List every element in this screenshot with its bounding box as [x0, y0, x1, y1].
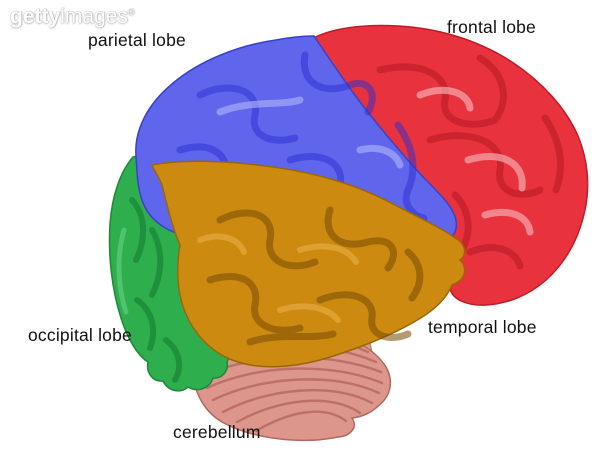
watermark-brand-bold: getty	[10, 5, 61, 28]
occipital-lobe-label: occipital lobe	[28, 325, 132, 345]
temporal-lobe-region	[150, 160, 466, 368]
temporal-sulci-lines	[206, 206, 424, 346]
frontal-lobe-region	[308, 24, 589, 306]
frontal-highlight-lines	[416, 86, 534, 236]
temporal-lobe-label: temporal lobe	[428, 317, 537, 337]
frontal-sulci-lines	[376, 54, 564, 270]
frontal-lobe-label: frontal lobe	[447, 17, 536, 37]
watermark-brand-light: images	[60, 5, 128, 28]
occipital-highlight-line	[116, 227, 129, 315]
occipital-sulci-lines	[129, 197, 183, 383]
temporal-highlight-lines	[197, 233, 359, 323]
parietal-lobe-label: parietal lobe	[88, 30, 186, 50]
cerebellum-label: cerebellum	[173, 422, 261, 442]
registered-trademark-icon: ®	[127, 7, 135, 17]
gettyimages-watermark: gettyimages®	[10, 5, 135, 29]
